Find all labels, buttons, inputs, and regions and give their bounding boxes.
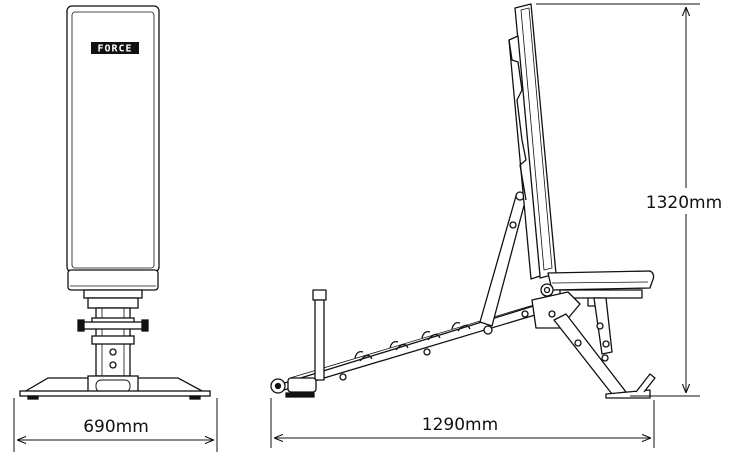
length-label: 1290mm [422,415,498,435]
side-view [270,3,656,399]
length-dimension [270,398,655,448]
rear-leg [553,313,627,395]
seat-pad-side [547,270,655,291]
height-label: 1320mm [646,193,722,213]
front-view: FORCE [19,5,211,400]
front-handle [312,289,327,301]
back-support-strut [479,195,527,327]
brand-logo: FORCE [91,42,139,55]
width-label: 690mm [83,417,149,437]
pivot-hub [531,291,581,329]
width-dimension [13,398,218,452]
ladder-notches [354,321,471,362]
seat-pad-front [67,269,159,291]
front-base [21,377,91,393]
brand-logo-text: FORCE [97,44,132,55]
